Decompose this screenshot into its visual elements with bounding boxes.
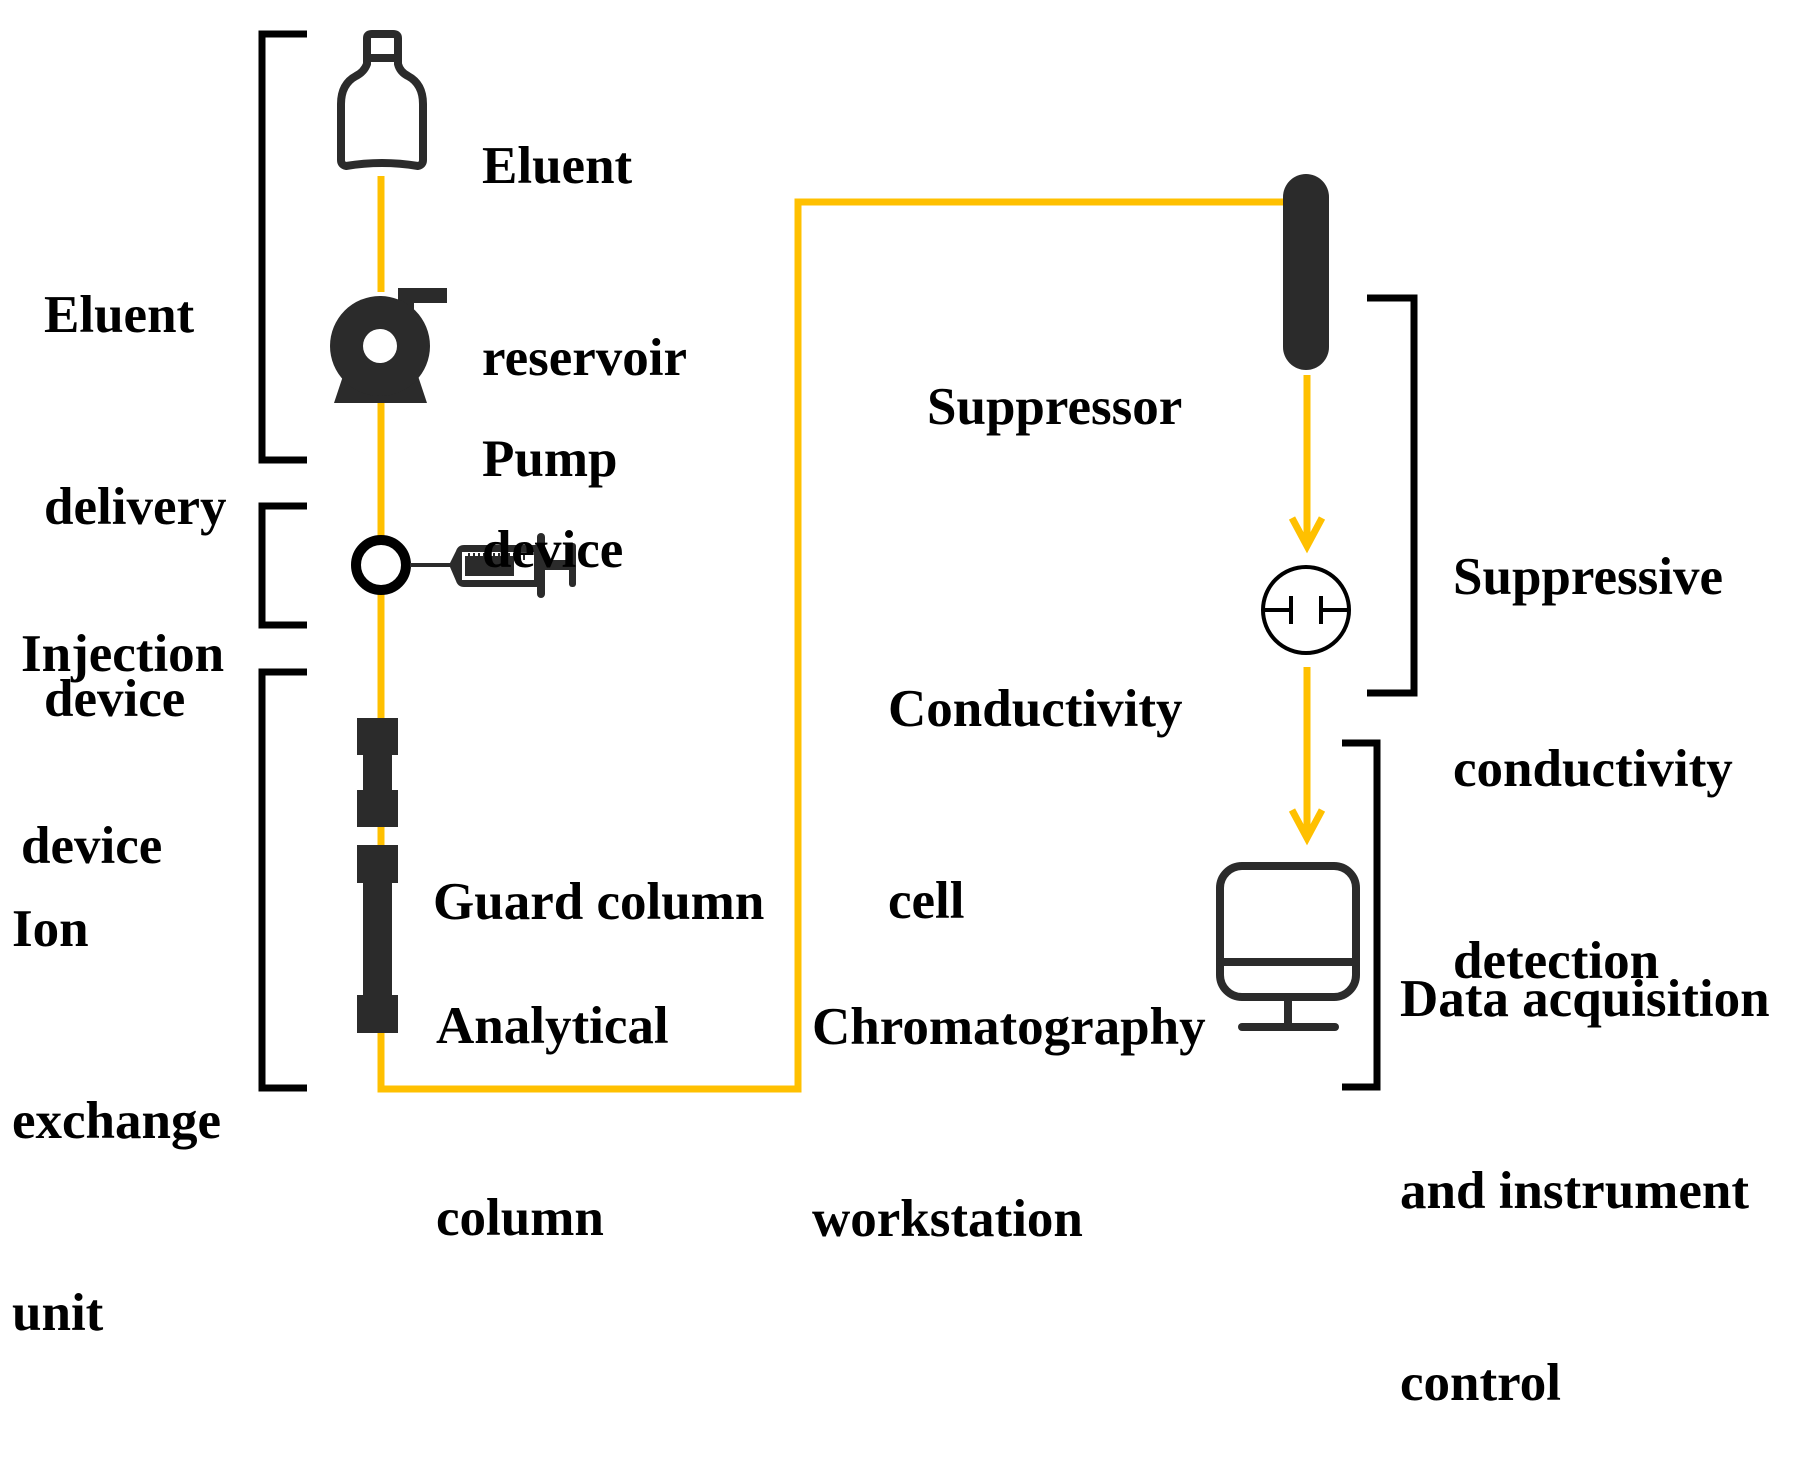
label-line: Ion <box>12 900 89 958</box>
flow-path <box>377 176 1326 1093</box>
label-line: delivery <box>44 478 227 536</box>
label-conductivity-cell: Conductivity cell <box>888 549 1182 997</box>
label-line: Conductivity <box>888 680 1183 738</box>
label-line: Eluent <box>482 137 633 195</box>
label-line: detection <box>1453 932 1660 990</box>
syringe-icon <box>410 533 576 598</box>
label-line: Analytical <box>436 997 669 1055</box>
label-suppressor: Suppressor <box>927 247 1182 503</box>
label-line: control <box>1400 1354 1561 1412</box>
brackets <box>258 30 1418 1092</box>
label-suppressive-conductivity-detection: Suppressive conductivity detection <box>1453 417 1733 1057</box>
label-ion-exchange-unit: Ion exchange unit <box>12 769 221 1409</box>
label-line: Eluent <box>44 286 195 344</box>
label-line: Suppressive <box>1453 548 1723 606</box>
label-injection-device: Injection device <box>21 494 224 942</box>
label-guard-column: Guard column <box>433 742 764 998</box>
guard-column-icon <box>357 718 398 827</box>
conductivity-cell-icon <box>1261 565 1351 655</box>
label-eluent-delivery-device: Eluent delivery device <box>44 155 227 795</box>
bracket-injection <box>258 502 307 629</box>
label-line: Data acquisition <box>1400 970 1770 1028</box>
bracket-ion-exchange <box>258 668 307 1092</box>
label-line: Chromatography <box>812 998 1206 1056</box>
bracket-data-acquisition <box>1342 739 1381 1091</box>
label-line: unit <box>12 1284 104 1342</box>
label-analytical-column: Analytical column <box>436 866 669 1314</box>
injection-valve-icon <box>351 535 411 595</box>
bracket-eluent-delivery <box>258 30 307 464</box>
monitor-icon <box>1216 862 1360 1031</box>
label-line: device <box>21 817 163 875</box>
suppressor-icon <box>1283 174 1329 370</box>
label-line: device <box>482 521 624 579</box>
label-line: column <box>436 1189 604 1247</box>
label-chromatography-workstation: Chromatography workstation <box>812 867 1206 1315</box>
arrow-head-to-workstation <box>1288 808 1326 846</box>
label-line: conductivity <box>1453 740 1733 798</box>
label-line: reservoir <box>482 329 688 387</box>
label-line: Injection <box>21 625 225 683</box>
label-eluent-reservoir-device: Eluent reservoir device <box>482 6 687 646</box>
flow-line-column-to-suppressor <box>377 198 1286 1093</box>
label-pump: Pump <box>482 299 617 555</box>
label-line: and instrument <box>1400 1162 1749 1220</box>
arrow-head-to-cell <box>1288 516 1326 554</box>
label-line: exchange <box>12 1092 222 1150</box>
bracket-suppressive-detection <box>1367 294 1418 697</box>
analytical-column-icon <box>357 845 398 1033</box>
label-line: Suppressor <box>927 378 1183 436</box>
label-line: workstation <box>812 1190 1083 1248</box>
bottle-icon <box>337 30 427 170</box>
label-data-acquisition-control: Data acquisition and instrument control <box>1400 839 1770 1479</box>
label-line: device <box>44 670 186 728</box>
label-line: cell <box>888 872 965 930</box>
label-line: Guard column <box>433 873 765 931</box>
ion-chromatography-diagram <box>258 30 1418 1093</box>
pump-icon <box>330 288 447 403</box>
label-line: Pump <box>482 430 618 488</box>
